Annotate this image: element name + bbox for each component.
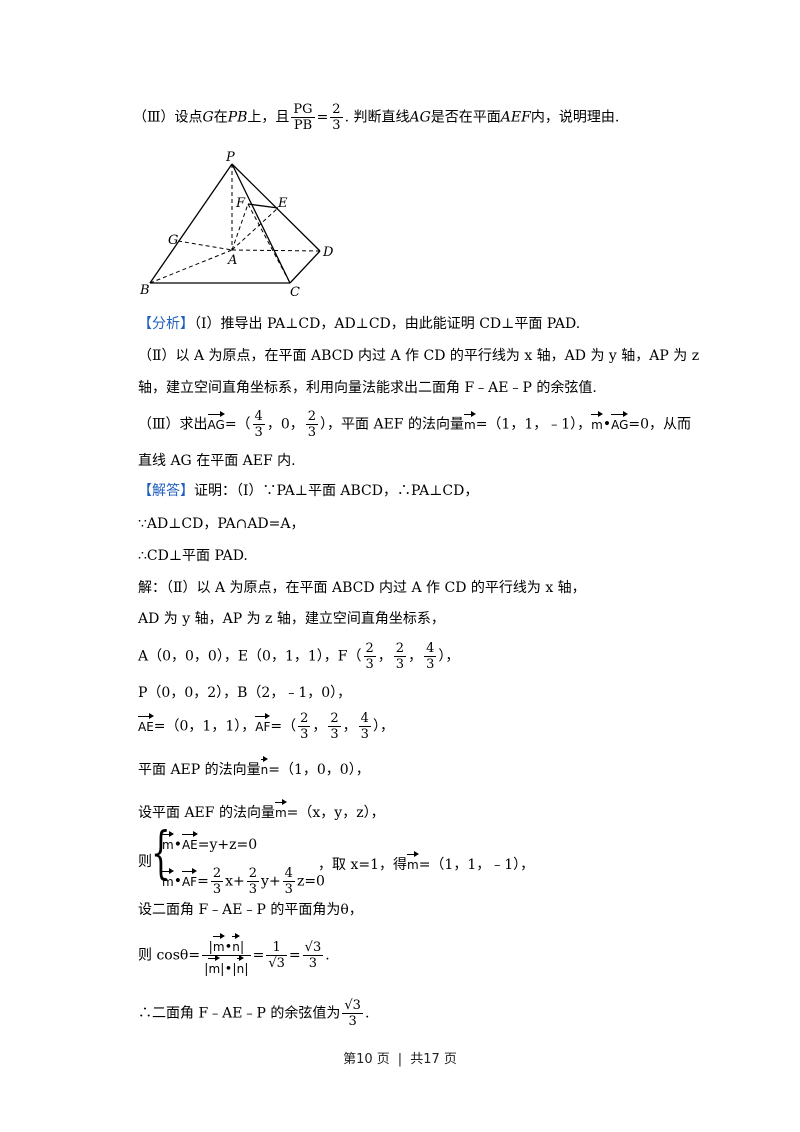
segment-af (231, 203, 249, 251)
edge-ab (149, 249, 233, 284)
system-brace: { (151, 821, 171, 886)
solution-tag: 【解答】 (138, 483, 194, 499)
solution-line-4: 解：（Ⅱ）以 A 为原点，在平面 ABCD 内过 A 作 CD 的平行线为 x … (138, 580, 586, 596)
segment-ae (231, 207, 279, 251)
vector-af: AF (255, 712, 271, 734)
solution-line-5: AD 为 y 轴，AP 为 z 轴，建立空间直角坐标系， (138, 611, 445, 627)
analysis-tag: 【分析】 (138, 316, 194, 332)
edge-pb (149, 163, 233, 284)
label-a: A (227, 253, 237, 268)
label-d: D (322, 245, 334, 260)
segment-fc (247, 203, 291, 284)
system-row-1: m•AE=y+z=0 (162, 831, 257, 855)
vector-m: m (463, 410, 476, 432)
label-e: E (277, 196, 288, 211)
label-c: C (290, 285, 300, 298)
vector-m-3: m (274, 799, 287, 820)
label-p: P (225, 150, 235, 165)
system-tail: ，取 x=1，得m=（1，1，﹣1）， (318, 851, 534, 875)
solution-line-2: ∵AD⊥CD，PA∩AD=A， (138, 516, 305, 532)
analysis-line-5: 直线 AG 在平面 AEF 内. (138, 453, 296, 469)
segment-fe (247, 203, 279, 209)
page-number: 第10 页 (343, 1052, 390, 1067)
dihedral-angle-line: 设二面角 F﹣AE﹣P 的平面角为θ， (138, 902, 363, 918)
system-prefix: 则 (138, 854, 152, 870)
analysis-line-3: 轴，建立空间直角坐标系，利用向量法能求出二面角 F﹣AE﹣P 的余弦值. (138, 380, 597, 396)
vector-ag: AG (207, 410, 226, 432)
edge-pc (231, 163, 291, 284)
vector-ag-2: AG (611, 410, 629, 432)
vector-ae: AE (138, 712, 154, 734)
footer-separator: | (397, 1052, 403, 1067)
segment-ga (177, 240, 233, 251)
label-b: B (139, 283, 150, 298)
analysis-line-2: （Ⅱ）以 A 为原点，在平面 ABCD 内过 A 作 CD 的平行线为 x 轴，… (138, 348, 700, 364)
analysis-line-1: 【分析】（Ⅰ）推导出 PA⊥CD，AD⊥CD，由此能证明 CD⊥平面 PAD. (138, 316, 581, 332)
coords-line-2: P（0，0，2），B（2，﹣1，0）， (138, 685, 352, 701)
edge-ad (231, 249, 321, 252)
solution-line-3: ∴CD⊥平面 PAD. (138, 548, 248, 564)
normal-aep-line: 平面 AEP 的法向量n=（1，0，0）， (138, 756, 370, 780)
pyramid-diagram: P F E G A D B C (139, 150, 334, 298)
vector-m-2: m (591, 410, 603, 432)
normal-aef-line: 设平面 AEF 的法向量m=（x，y，z）， (138, 799, 385, 823)
vector-n: n (260, 756, 268, 777)
label-f: F (235, 196, 246, 211)
solution-line-1: 【解答】证明：（Ⅰ）∵PA⊥平面 ABCD，∴PA⊥CD， (138, 483, 479, 499)
page-footer: 第10 页 | 共17 页 (0, 1048, 800, 1067)
label-g: G (168, 233, 178, 248)
edge-cd (289, 250, 321, 284)
page-total: 共17 页 (410, 1052, 457, 1067)
cos-fraction: |m•n||m|•|n| (202, 933, 251, 977)
